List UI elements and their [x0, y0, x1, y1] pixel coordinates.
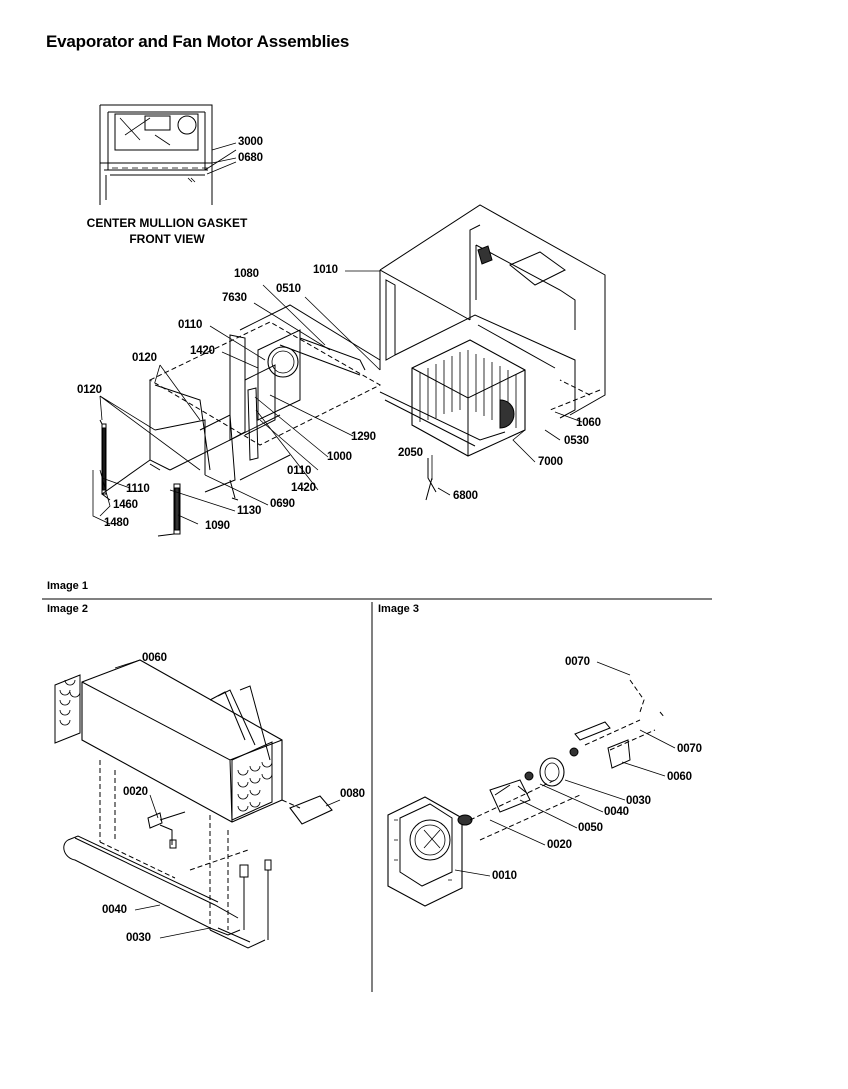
callout: 1010	[313, 264, 338, 276]
callout: 0040	[604, 806, 629, 818]
callout: 3000	[238, 136, 263, 148]
callout: 0040	[102, 904, 127, 916]
evaporator-coil-drawing	[379, 339, 526, 501]
callout: 0010	[492, 870, 517, 882]
callout: 6800	[453, 490, 478, 502]
callout: 0030	[126, 932, 151, 944]
callout: 1060	[576, 417, 601, 429]
callout: 0690	[270, 498, 295, 510]
callout: 0050	[578, 822, 603, 834]
section-label-image1: Image 1	[47, 580, 88, 592]
section-dividers	[42, 598, 712, 992]
callout: 0020	[123, 786, 148, 798]
callout: 0060	[667, 771, 692, 783]
page-title: Evaporator and Fan Motor Assemblies	[46, 32, 350, 51]
callout: 1420	[190, 345, 215, 357]
mullion-front-view-drawing	[99, 104, 237, 205]
callout: 0060	[142, 652, 167, 664]
callout: 0080	[340, 788, 365, 800]
callout: 2050	[398, 447, 423, 459]
callout: 1420	[291, 482, 316, 494]
callout: 0530	[564, 435, 589, 447]
callout: 1000	[327, 451, 352, 463]
callout: 7630	[222, 292, 247, 304]
callout: 0070	[677, 743, 702, 755]
callout: 0020	[547, 839, 572, 851]
mullion-caption-line-2: FRONT VIEW	[129, 232, 205, 246]
mullion-caption-line-1: CENTER MULLION GASKET	[86, 216, 248, 230]
callout: 0070	[565, 656, 590, 668]
callout: 0120	[132, 352, 157, 364]
callout: 1290	[351, 431, 376, 443]
callout: 0510	[276, 283, 301, 295]
mullion-caption: CENTER MULLION GASKET FRONT VIEW	[62, 215, 272, 247]
section-label-image2: Image 2	[47, 603, 88, 615]
callout: 1130	[237, 505, 262, 517]
callout: 1110	[126, 483, 150, 495]
callout: 0120	[77, 384, 102, 396]
image3-fan-motor-drawing	[387, 661, 676, 907]
callout: 0680	[238, 152, 263, 164]
callout: 7000	[538, 456, 563, 468]
callout: 0110	[178, 319, 203, 331]
callout: 0030	[626, 795, 651, 807]
callout: 1460	[113, 499, 138, 511]
side-bars-drawing	[99, 419, 181, 537]
section-label-image3: Image 3	[378, 603, 419, 615]
callout: 1080	[234, 268, 259, 280]
callout: 0110	[287, 465, 312, 477]
callout: 1090	[205, 520, 230, 532]
callout: 1480	[104, 517, 129, 529]
cabinet-box-drawing	[379, 204, 606, 419]
image2-evaporator-drawing	[54, 659, 341, 949]
fan-panel-drawing	[148, 304, 382, 501]
top-leader-lines	[92, 142, 601, 525]
